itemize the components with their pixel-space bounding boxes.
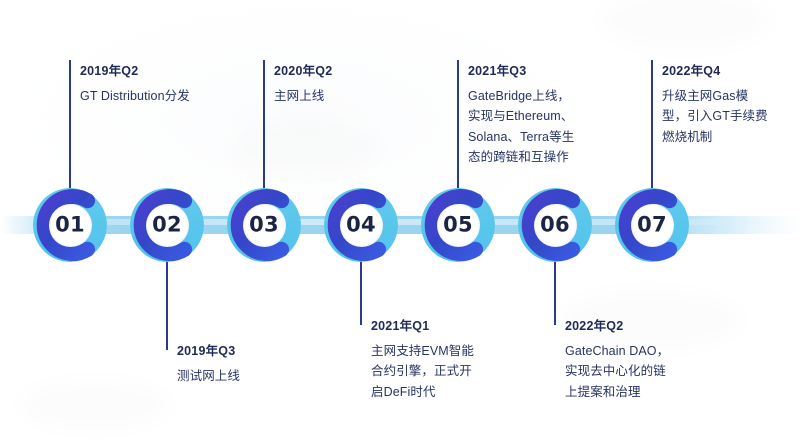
node-number-02: 02 — [152, 212, 182, 236]
leader-line-06 — [554, 240, 556, 325]
timeline-node-06[interactable]: 06 — [518, 188, 592, 262]
milestone-block-02: 2019年Q3 测试网上线 — [177, 340, 337, 386]
node-core-04: 04 — [339, 203, 383, 247]
node-ring-arc-02 — [130, 188, 204, 262]
milestone-description-02: 测试网上线 — [177, 369, 241, 383]
watermark-smudge — [20, 380, 170, 430]
milestone-block-07: 2022年Q4 升级主网Gas模型，引入GT手续费燃烧机制 — [662, 60, 772, 147]
timeline-node-04[interactable]: 04 — [324, 188, 398, 262]
milestone-block-06: 2022年Q2 GateChain DAO，实现去中心化的链上提案和治理 — [565, 315, 677, 402]
milestone-date-01: 2019年Q2 — [80, 64, 139, 78]
node-number-07: 07 — [637, 212, 667, 236]
node-core-03: 03 — [242, 203, 286, 247]
milestone-block-03: 2020年Q2 主网上线 — [274, 60, 434, 106]
node-ring-arc-07 — [615, 188, 689, 262]
node-ring-arc-03 — [227, 188, 301, 262]
timeline-node-03[interactable]: 03 — [227, 188, 301, 262]
leader-line-04 — [360, 240, 362, 325]
node-number-04: 04 — [346, 212, 376, 236]
timeline-node-05[interactable]: 05 — [421, 188, 495, 262]
node-number-05: 05 — [443, 212, 473, 236]
watermark-smudge — [600, 0, 770, 50]
milestone-date-03: 2020年Q2 — [274, 64, 333, 78]
node-ring-arc-01 — [33, 188, 107, 262]
milestone-description-05: GateBridge上线，实现与Ethereum、Solana、Terra等生态… — [468, 89, 575, 164]
node-core-07: 07 — [630, 203, 674, 247]
milestone-block-04: 2021年Q1 主网支持EVM智能合约引擎，正式开启DeFi时代 — [371, 315, 481, 402]
milestone-description-07: 升级主网Gas模型，引入GT手续费燃烧机制 — [662, 89, 768, 144]
node-number-06: 06 — [540, 212, 570, 236]
milestone-date-06: 2022年Q2 — [565, 319, 624, 333]
leader-line-03 — [263, 60, 265, 208]
timeline-node-02[interactable]: 02 — [130, 188, 204, 262]
leader-line-07 — [651, 60, 653, 208]
leader-line-01 — [69, 60, 71, 208]
timeline-rail-highlight — [0, 219, 800, 225]
milestone-date-04: 2021年Q1 — [371, 319, 430, 333]
leader-line-05 — [457, 60, 459, 208]
milestone-description-01: GT Distribution分发 — [80, 89, 190, 103]
timeline-node-07[interactable]: 07 — [615, 188, 689, 262]
milestone-description-06: GateChain DAO，实现去中心化的链上提案和治理 — [565, 344, 670, 399]
milestone-date-07: 2022年Q4 — [662, 64, 721, 78]
node-core-06: 06 — [533, 203, 577, 247]
leader-line-02 — [166, 240, 168, 350]
node-ring-arc-04 — [324, 188, 398, 262]
node-core-05: 05 — [436, 203, 480, 247]
watermark-smudge — [230, 120, 380, 175]
node-ring-arc-06 — [518, 188, 592, 262]
milestone-block-05: 2021年Q3 GateBridge上线，实现与Ethereum、Solana、… — [468, 60, 580, 167]
node-number-03: 03 — [249, 212, 279, 236]
timeline-node-01[interactable]: 01 — [33, 188, 107, 262]
milestone-date-05: 2021年Q3 — [468, 64, 527, 78]
node-number-01: 01 — [55, 212, 85, 236]
milestone-block-01: 2019年Q2 GT Distribution分发 — [80, 60, 255, 106]
node-ring-arc-05 — [421, 188, 495, 262]
milestone-description-04: 主网支持EVM智能合约引擎，正式开启DeFi时代 — [371, 344, 474, 399]
node-core-01: 01 — [48, 203, 92, 247]
milestone-description-03: 主网上线 — [274, 89, 325, 103]
milestone-date-02: 2019年Q3 — [177, 344, 236, 358]
node-core-02: 02 — [145, 203, 189, 247]
